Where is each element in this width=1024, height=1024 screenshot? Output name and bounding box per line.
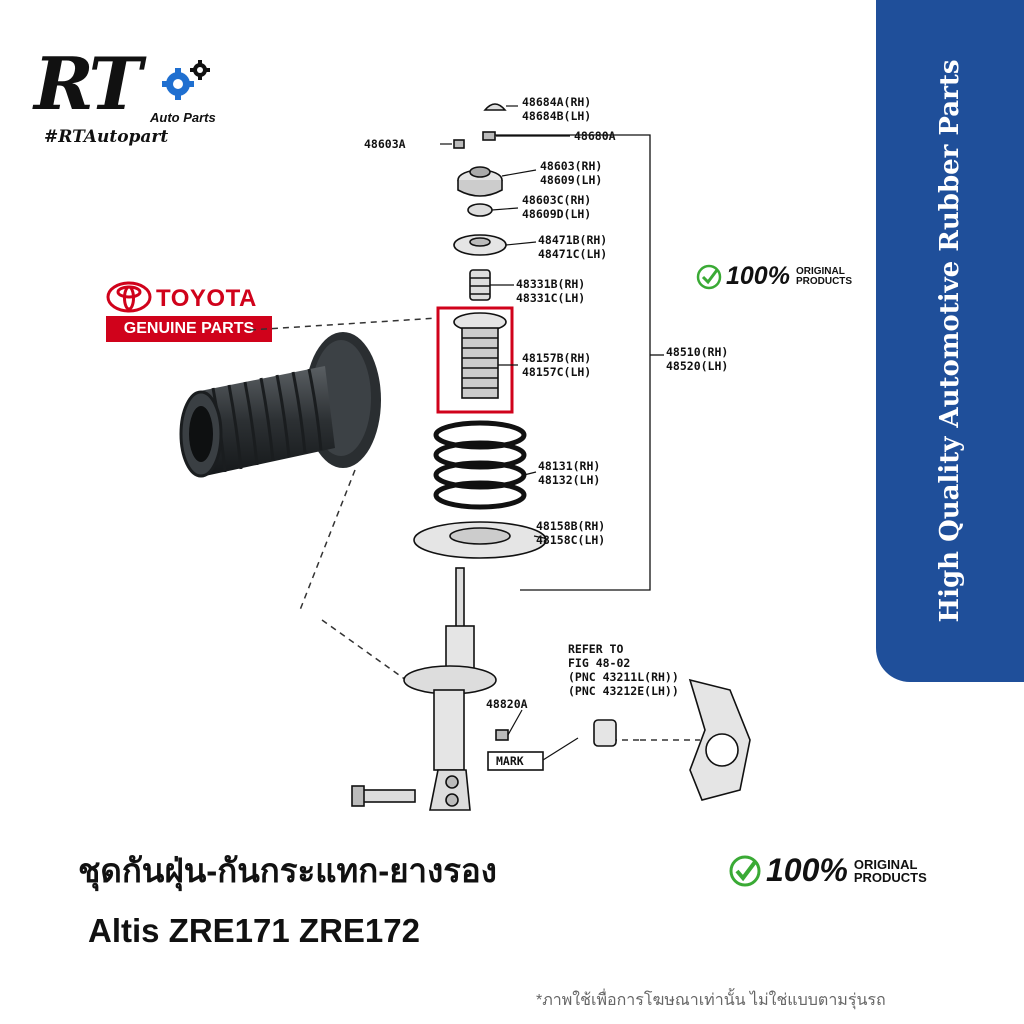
label-48158b: 48158B(RH) — [536, 519, 605, 533]
disclaimer-text: *ภาพใช้เพื่อการโฆษณาเท่านั้น ไม่ใช่แบบตา… — [536, 992, 886, 1009]
label-pnc-lh: (PNC 43212E(LH)) — [568, 684, 679, 698]
product-photo-dust-boot — [179, 332, 381, 478]
label-48331b: 48331B(RH) — [516, 277, 585, 291]
label-fig: FIG 48-02 — [568, 656, 630, 670]
badge-line2: PRODUCTS — [795, 275, 853, 287]
label-48132: 48132(LH) — [538, 473, 600, 487]
label-48157b: 48157B(RH) — [522, 351, 591, 365]
check-circle-icon — [696, 264, 722, 289]
check-circle-icon — [729, 855, 761, 886]
brand-hashtag: #RTAutopart — [44, 127, 169, 147]
badge-line2: PRODUCTS — [853, 869, 927, 885]
cap-part — [483, 103, 507, 111]
nut-part — [482, 131, 496, 141]
product-title-thai: ชุดกันฝุ่น-กันกระแทก-ยางรอง — [78, 852, 497, 889]
bump-stop — [469, 269, 491, 301]
original-products-badge-bottom: 100% ORIGINAL PRODUCTS — [728, 852, 927, 889]
label-48603c: 48603C(RH) — [522, 193, 591, 207]
toyota-wordmark: TOYOTA — [156, 285, 257, 312]
banner-text: High Quality Automotive Rubber Parts — [935, 59, 965, 623]
gear-icon — [162, 60, 210, 100]
label-48510: 48510(RH) — [666, 345, 728, 359]
label-48157c: 48157C(LH) — [522, 365, 591, 379]
label-pnc-rh: (PNC 43211L(RH)) — [568, 670, 679, 684]
label-refer-to: REFER TO — [568, 642, 623, 656]
label-mark: MARK — [496, 754, 524, 768]
badge-percent: 100% — [766, 852, 848, 888]
label-48603a: 48603A — [364, 137, 406, 151]
label-48820a: 48820A — [486, 697, 528, 711]
label-48609: 48609(LH) — [540, 173, 602, 187]
genuine-parts-label: GENUINE PARTS — [106, 316, 272, 342]
coil-spring — [433, 420, 527, 510]
label-48603: 48603(RH) — [540, 159, 602, 173]
badge-line1: ORIGINAL — [853, 856, 918, 872]
label-48680a: 48680A — [574, 129, 616, 143]
label-48471c: 48471C(LH) — [538, 247, 607, 261]
badge-line1: ORIGINAL — [795, 265, 845, 277]
side-banner: High Quality Automotive Rubber Parts — [876, 0, 1024, 682]
label-48684b: 48684B(LH) — [522, 109, 591, 123]
label-48609d: 48609D(LH) — [522, 207, 591, 221]
product-title-english: Altis ZRE171 ZRE172 — [88, 912, 420, 949]
parts-diagram: 48684A(RH) 48684B(LH) 48680A 48603A 4860… — [351, 95, 751, 811]
original-products-badge: 100% ORIGINAL PRODUCTS — [696, 262, 852, 291]
toyota-emblem-icon — [106, 281, 152, 313]
label-48684a: 48684A(RH) — [522, 95, 591, 109]
label-48331c: 48331C(LH) — [516, 291, 585, 305]
highlight-box — [436, 306, 514, 414]
shock-rod — [455, 567, 465, 629]
brand-subtext: Auto Parts — [150, 110, 216, 125]
badge-percent: 100% — [726, 262, 790, 290]
label-48471b: 48471B(RH) — [538, 233, 607, 247]
brand-logo: RT — [34, 41, 142, 126]
label-48131: 48131(RH) — [538, 459, 600, 473]
label-48158c: 48158C(LH) — [536, 533, 605, 547]
label-48520: 48520(LH) — [666, 359, 728, 373]
